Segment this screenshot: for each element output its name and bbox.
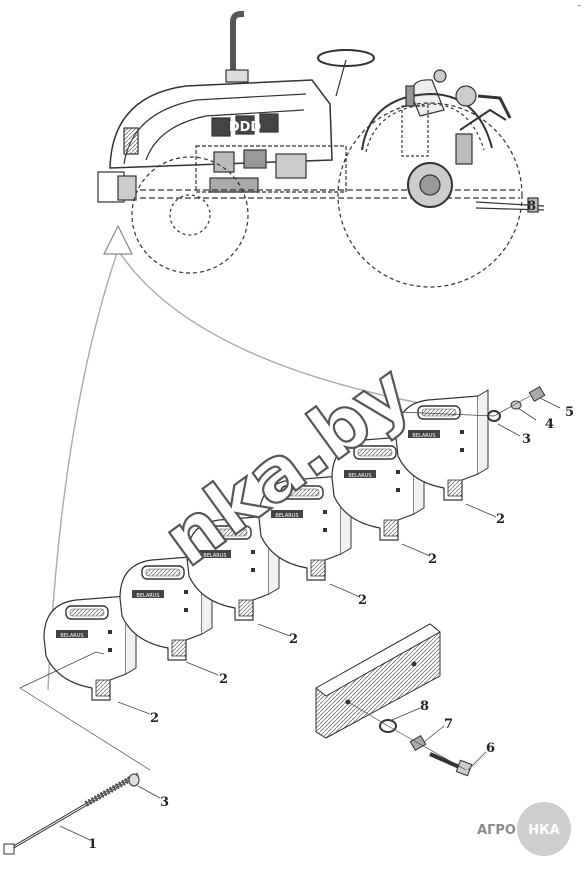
part-label-2e: 2 <box>428 552 437 567</box>
grille-text: DDD <box>229 120 262 135</box>
part-label-2b: 2 <box>219 672 228 687</box>
logo-circle <box>517 802 571 856</box>
part-label-2c: 2 <box>289 632 298 647</box>
plate-brand-6: BELARUS <box>412 433 435 439</box>
grille-windows: DDD <box>211 113 279 137</box>
part-label-7: 7 <box>444 717 453 732</box>
part-label-2f: 2 <box>496 512 505 527</box>
part-label-2d: 2 <box>358 593 367 608</box>
plate-brand-3: BELARUS <box>203 553 226 559</box>
part-label-1: 1 <box>88 837 97 852</box>
plate-brand-2: BELARUS <box>136 593 159 599</box>
plate-brand-1: BELARUS <box>60 633 83 639</box>
fasteners <box>3 385 546 855</box>
part-label-5: 5 <box>565 405 574 420</box>
corner-mark: – <box>577 1 582 11</box>
part-label-8b: 8 <box>527 199 536 214</box>
weight-plates: BELARUS BELARUS BELARUS BELARUS BELARUS BELAR… <box>43 389 489 701</box>
logo-text-left: АГРО <box>477 823 516 838</box>
agronka-logo: АГРО НКА <box>477 802 571 856</box>
part-label-3b: 3 <box>522 432 531 447</box>
part-label-3a: 3 <box>160 795 169 810</box>
plate-brand-4: BELARUS <box>275 513 298 519</box>
ballast-base-plate <box>315 623 441 739</box>
mounting-arrow <box>47 224 431 691</box>
part-label-6: 6 <box>486 741 495 756</box>
plate-brand-5: BELARUS <box>348 473 371 479</box>
part-labels: 1 2 2 2 2 2 2 3 3 4 5 6 7 8 8 <box>59 199 574 852</box>
part-label-8a: 8 <box>420 699 429 714</box>
tractor-illustration: DDD <box>97 11 545 288</box>
part-label-4: 4 <box>545 417 554 432</box>
part-label-2a: 2 <box>150 711 159 726</box>
logo-text-right: НКА <box>528 823 560 838</box>
